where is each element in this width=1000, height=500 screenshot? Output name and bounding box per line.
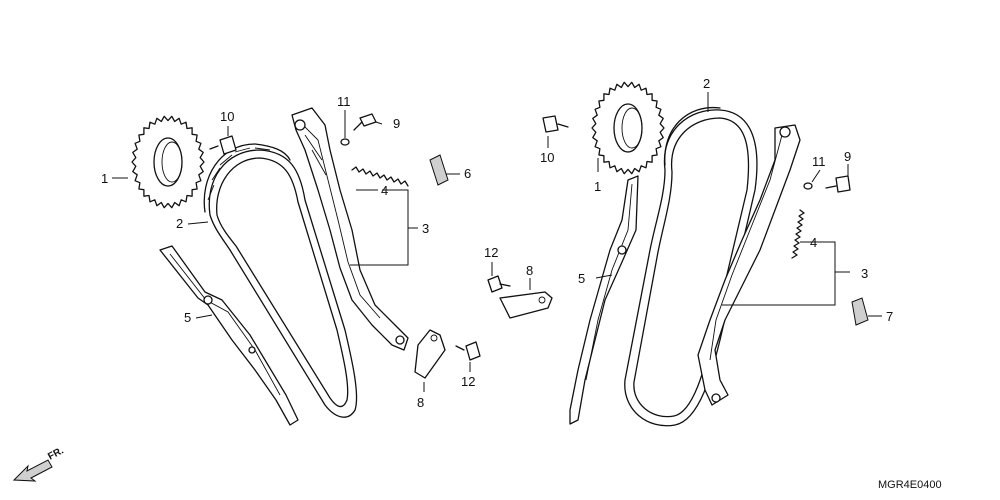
callout-2-right: 2 [703, 76, 710, 91]
callout-4-right: 4 [810, 235, 817, 250]
callout-9-right: 9 [844, 149, 851, 164]
tensioner-spring-right [791, 209, 805, 259]
cam-sprocket-left [131, 115, 205, 209]
callout-9-left: 9 [393, 116, 400, 131]
callout-10-left: 10 [220, 109, 234, 124]
washer-left [340, 138, 350, 146]
bolt-12-lower [455, 341, 481, 361]
cam-chain-tensioner-right [697, 124, 801, 406]
callout-3-right: 3 [861, 266, 868, 281]
tensioner-spring-left [351, 166, 409, 187]
callout-2-left: 2 [176, 216, 183, 231]
bolt-9-left [353, 113, 377, 131]
callout-11-right: 11 [812, 154, 826, 169]
cam-sprocket-right [591, 81, 665, 175]
callout-8-upper: 8 [526, 263, 533, 278]
cam-chain-tensioner-left [291, 107, 409, 351]
cam-chain-guide-right [569, 175, 639, 425]
callout-12-upper: 12 [484, 245, 498, 260]
callout-8-lower: 8 [417, 395, 424, 410]
bolt-10-right [542, 115, 569, 133]
part-7-right [851, 297, 869, 326]
callout-12-lower: 12 [461, 374, 475, 389]
callout-7-right: 7 [886, 309, 893, 324]
callout-1-right: 1 [594, 179, 601, 194]
callout-1-left: 1 [101, 171, 108, 186]
callout-6-left: 6 [464, 166, 471, 181]
callout-5-right: 5 [578, 271, 585, 286]
direction-arrow-icon [12, 459, 53, 482]
leader-lines [112, 92, 882, 392]
bolt-9-right [825, 175, 851, 193]
cam-chain-left [203, 143, 358, 418]
callout-labels: 1 2 3 4 5 6 8 8 9 10 11 12 12 1 2 3 4 5 … [101, 76, 893, 410]
drawing-code: MGR4E0400 [878, 479, 942, 491]
front-direction-label: FR. [46, 445, 66, 462]
callout-4-left: 4 [381, 183, 388, 198]
plate-8-upper [499, 291, 553, 319]
front-direction-indicator: FR. [12, 445, 66, 482]
callout-10-right: 10 [540, 150, 554, 165]
bolt-12-upper [487, 275, 511, 293]
callout-11-left: 11 [337, 94, 351, 109]
plate-8-lower [414, 329, 446, 379]
callout-5-left: 5 [184, 310, 191, 325]
washer-right [803, 182, 813, 190]
part-6-left [429, 154, 449, 186]
callout-3-left: 3 [422, 221, 429, 236]
bolt-10-left [209, 135, 237, 155]
cam-chain-guide-left [159, 245, 299, 426]
